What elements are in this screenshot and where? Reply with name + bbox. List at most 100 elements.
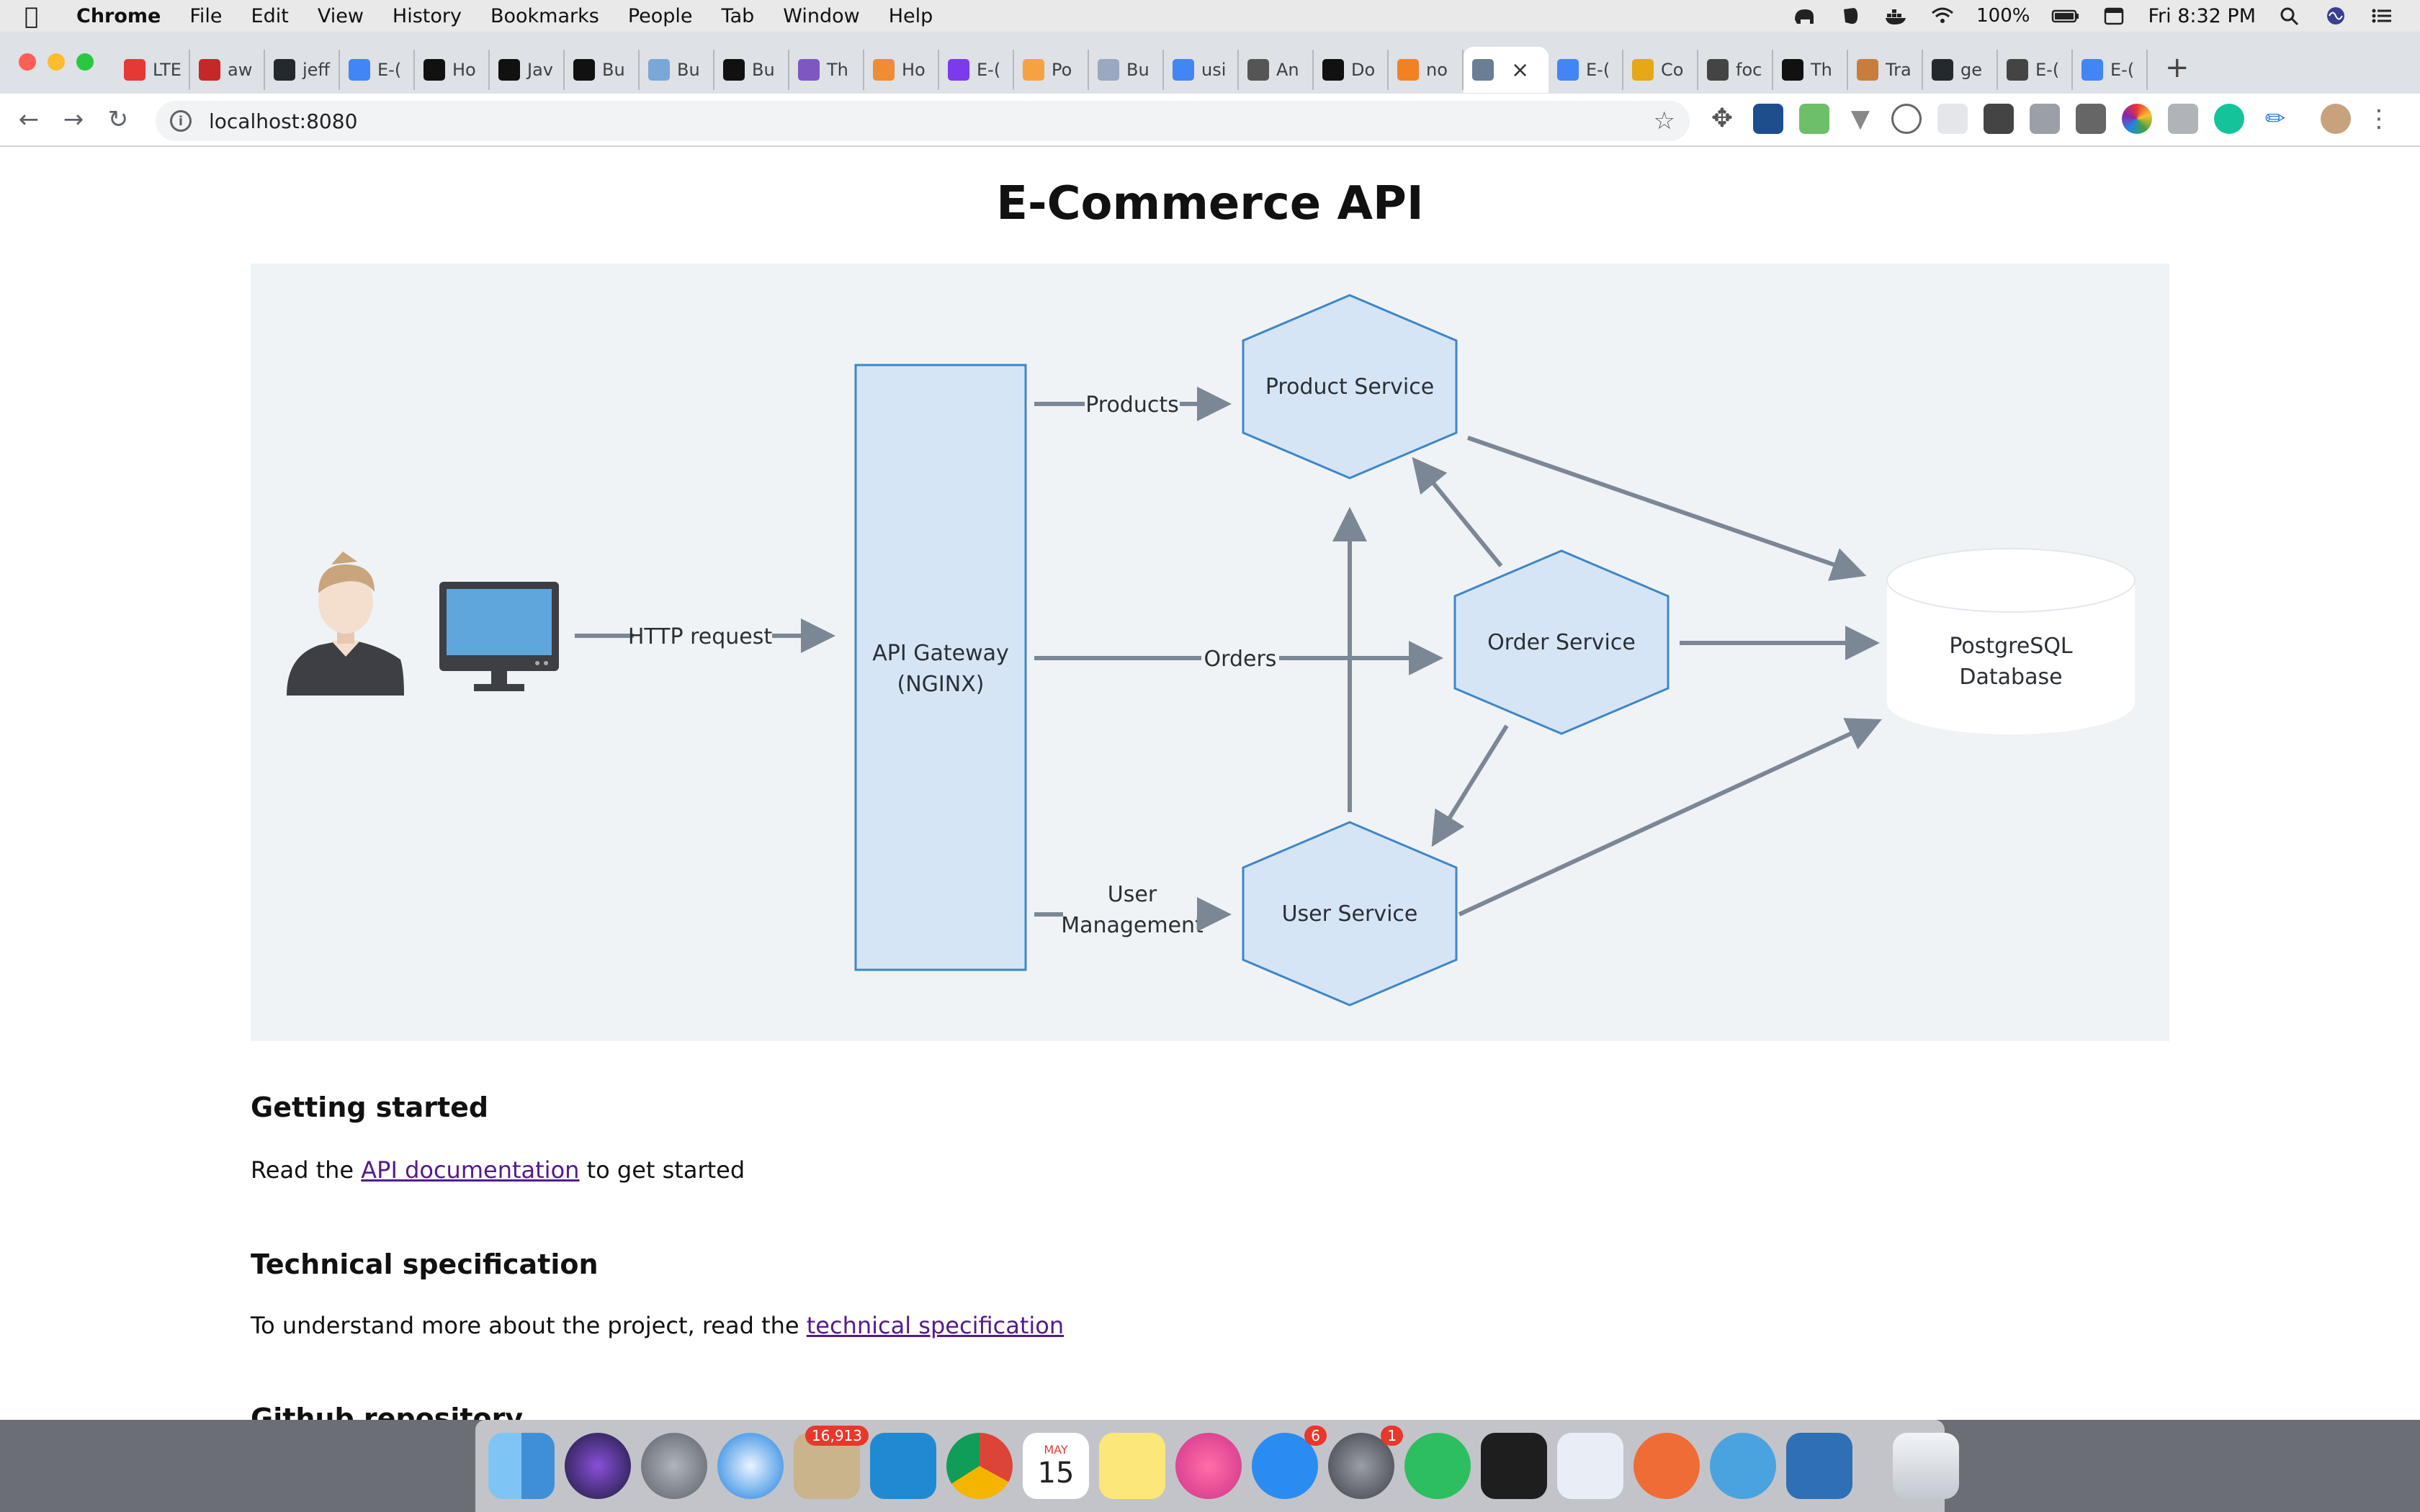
notes-icon[interactable]: [1099, 1433, 1165, 1499]
menu-window[interactable]: Window: [783, 4, 860, 27]
menu-people[interactable]: People: [627, 4, 693, 27]
site-info-icon[interactable]: i: [170, 110, 192, 132]
vue-extension-icon[interactable]: ▼: [1850, 104, 1870, 133]
terminal-icon[interactable]: [1481, 1433, 1547, 1499]
lightbulb-extension-icon[interactable]: [1984, 104, 2014, 134]
safari-icon[interactable]: [717, 1433, 784, 1499]
tab[interactable]: Po: [1014, 50, 1089, 90]
grammarly-extension-icon[interactable]: [2214, 104, 2244, 134]
notification-center-icon[interactable]: [2370, 5, 2394, 27]
tab[interactable]: Bu: [1089, 50, 1164, 90]
menu-edit[interactable]: Edit: [251, 4, 289, 27]
menu-help[interactable]: Help: [888, 4, 933, 27]
tab[interactable]: ge: [1923, 50, 1998, 90]
grid-extension-icon[interactable]: [1937, 104, 1968, 134]
menu-app-name[interactable]: Chrome: [76, 4, 161, 27]
spotlight-search-icon[interactable]: [2277, 5, 2302, 27]
calendar-status-icon[interactable]: [2102, 5, 2126, 27]
elephant-status-icon[interactable]: [1792, 5, 1816, 27]
tab[interactable]: Tra: [1848, 50, 1923, 90]
analytics-extension-icon[interactable]: [1753, 104, 1783, 134]
highlighter-extension-icon[interactable]: ✏: [2264, 104, 2286, 133]
url-text[interactable]: localhost:8080: [209, 109, 358, 133]
forward-arrow-icon[interactable]: →: [63, 105, 84, 134]
evernote-dock-icon[interactable]: [1404, 1433, 1471, 1499]
tab[interactable]: E-(: [1549, 50, 1623, 90]
tab[interactable]: An: [1239, 50, 1314, 90]
tab[interactable]: Jav: [490, 50, 565, 90]
apple-icon[interactable]: : [24, 2, 63, 30]
tab[interactable]: Do: [1314, 50, 1389, 90]
menu-view[interactable]: View: [317, 4, 364, 27]
mail-icon[interactable]: 16,913: [794, 1426, 869, 1499]
chrome-dock-icon[interactable]: [946, 1433, 1013, 1499]
battery-icon[interactable]: [2051, 5, 2080, 27]
address-bar[interactable]: i localhost:8080 ☆: [156, 101, 1690, 141]
tab[interactable]: E-(: [2073, 50, 2148, 90]
tab[interactable]: Co: [1623, 50, 1698, 90]
camera-extension-icon[interactable]: [2030, 104, 2060, 134]
tab[interactable]: Bu: [714, 50, 789, 90]
itunes-icon[interactable]: [1175, 1433, 1242, 1499]
tab[interactable]: jeff: [265, 50, 340, 90]
tab[interactable]: LTE: [115, 50, 190, 90]
launchpad-icon[interactable]: [641, 1433, 707, 1499]
tab[interactable]: Ho: [864, 50, 939, 90]
tab[interactable]: Ho: [415, 50, 490, 90]
json-extension-icon[interactable]: [1891, 104, 1922, 134]
tab[interactable]: aw: [190, 50, 265, 90]
menu-history[interactable]: History: [392, 4, 462, 27]
screen-extension-icon[interactable]: [2076, 104, 2106, 134]
app-store-icon[interactable]: 6: [1252, 1426, 1327, 1499]
vscode-icon[interactable]: [870, 1433, 936, 1499]
tab[interactable]: Th: [789, 50, 864, 90]
tab[interactable]: usi: [1164, 50, 1239, 90]
tab-label: Bu: [602, 60, 625, 80]
close-window-button[interactable]: [19, 53, 36, 71]
siri-icon[interactable]: [2323, 5, 2348, 27]
api-documentation-link[interactable]: API documentation: [361, 1156, 580, 1184]
postgres-app-icon[interactable]: [1786, 1433, 1852, 1499]
tab-active[interactable]: ×: [1464, 47, 1549, 93]
color-picker-extension-icon[interactable]: [2122, 104, 2152, 134]
move-extension-icon[interactable]: ✥: [1711, 104, 1734, 133]
new-tab-button[interactable]: +: [2165, 51, 2190, 84]
wifi-icon[interactable]: [1930, 5, 1955, 27]
tab-label: aw: [228, 60, 253, 80]
tab[interactable]: E-(: [1998, 50, 2073, 90]
tableplus-elephant-icon[interactable]: [1710, 1433, 1776, 1499]
more-menu-icon[interactable]: ⋮: [2367, 104, 2391, 133]
docker-status-icon[interactable]: [1884, 5, 1909, 27]
translate-extension-icon[interactable]: [2168, 104, 2198, 134]
minimize-window-button[interactable]: [48, 53, 65, 71]
back-arrow-icon[interactable]: ←: [18, 105, 40, 134]
chart-extension-icon[interactable]: [1799, 104, 1829, 134]
menu-tab[interactable]: Tab: [721, 4, 755, 27]
system-preferences-icon[interactable]: 1: [1328, 1426, 1403, 1499]
tab[interactable]: foc: [1698, 50, 1773, 90]
tab[interactable]: Bu: [640, 50, 714, 90]
profile-avatar[interactable]: [2321, 104, 2351, 134]
tab[interactable]: Th: [1773, 50, 1848, 90]
finder-icon[interactable]: [488, 1433, 555, 1499]
tab-close-icon[interactable]: ×: [1511, 57, 1530, 83]
bookmark-star-icon[interactable]: ☆: [1653, 107, 1675, 135]
siri-dock-icon[interactable]: [565, 1433, 631, 1499]
tab-favicon-icon: [1397, 59, 1419, 81]
menu-file[interactable]: File: [189, 4, 223, 27]
menu-bookmarks[interactable]: Bookmarks: [490, 4, 599, 27]
postman-icon[interactable]: [1634, 1433, 1700, 1499]
page-content: E-Commerce API: [0, 147, 2420, 1420]
evernote-status-icon[interactable]: [1838, 5, 1863, 27]
calendar-icon[interactable]: MAY 15: [1023, 1433, 1089, 1499]
tab[interactable]: Bu: [565, 50, 640, 90]
reload-icon[interactable]: ↻: [107, 105, 129, 134]
clock[interactable]: Fri 8:32 PM: [2148, 4, 2256, 27]
tab[interactable]: no: [1389, 50, 1464, 90]
tab[interactable]: E-(: [939, 50, 1014, 90]
technical-specification-link[interactable]: technical specification: [806, 1312, 1065, 1339]
tasks-checkmark-icon[interactable]: [1557, 1433, 1623, 1499]
trash-icon[interactable]: [1893, 1433, 1959, 1499]
maximize-window-button[interactable]: [76, 53, 94, 71]
tab[interactable]: E-(: [340, 50, 415, 90]
